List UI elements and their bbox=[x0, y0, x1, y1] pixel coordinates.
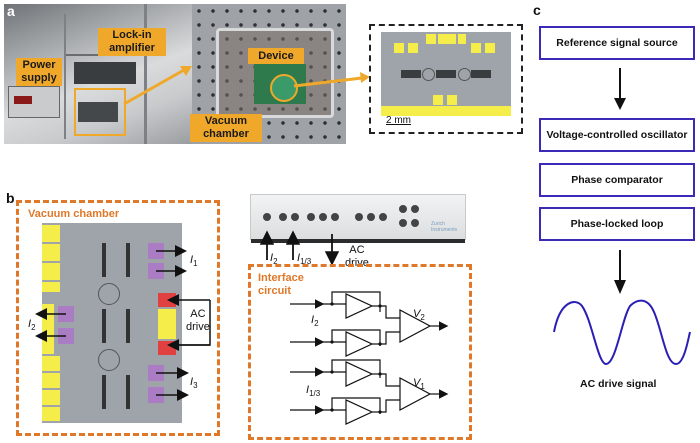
scale-bar-label: 2 mm bbox=[386, 115, 411, 126]
chip-image bbox=[381, 32, 511, 116]
panel-a-letter: a bbox=[7, 3, 15, 19]
vacuum-chamber-label: Vacuum chamber bbox=[190, 114, 262, 142]
instrument-brand: Zurich Instruments bbox=[431, 221, 458, 233]
i2-label: I2 bbox=[28, 318, 36, 333]
i13-instrument-label: I1/3 bbox=[297, 252, 312, 267]
resonator-2 bbox=[102, 309, 130, 343]
panel-c-graphics bbox=[553, 68, 691, 366]
interface-circuit-title: Interface circuit bbox=[258, 272, 304, 297]
opamp-1 bbox=[345, 293, 374, 319]
opamp-diff-v1 bbox=[399, 377, 432, 411]
vacuum-chamber-frame bbox=[16, 200, 220, 436]
instrument-stack bbox=[74, 62, 136, 84]
opamp-2 bbox=[345, 331, 374, 357]
phase-comparator-box: Phase comparator bbox=[539, 163, 695, 197]
device-label: Device bbox=[248, 48, 304, 64]
i1-label: I1 bbox=[190, 254, 198, 269]
i13-circuit-label: I1/3 bbox=[306, 384, 321, 399]
phase-locked-loop-box: Phase-locked loop bbox=[539, 207, 695, 241]
i2-instrument-label: I2 bbox=[270, 252, 278, 267]
panel-c-letter: c bbox=[533, 2, 541, 18]
ac-drive-signal-label: AC drive signal bbox=[580, 378, 657, 390]
lockin-amplifier-label: Lock-in amplifier bbox=[98, 28, 166, 56]
opamp-4 bbox=[345, 399, 374, 425]
interface-circuit-frame bbox=[248, 264, 472, 440]
i3-label: I3 bbox=[190, 376, 198, 391]
vacuum-chamber-title: Vacuum chamber bbox=[28, 208, 120, 220]
resonator-1 bbox=[102, 243, 130, 277]
ac-drive-sine-wave bbox=[553, 299, 691, 366]
panel-a-arrows bbox=[123, 66, 370, 106]
opamp-diff-v2 bbox=[399, 309, 432, 343]
panel-b-letter: b bbox=[6, 190, 15, 206]
chip-zoom-box bbox=[369, 24, 523, 134]
power-supply-label: Power supply bbox=[16, 58, 62, 86]
arrow-to-chip bbox=[293, 76, 363, 88]
v2-label: V2 bbox=[413, 308, 425, 323]
resonator-3 bbox=[102, 375, 130, 409]
v1-label: V1 bbox=[413, 377, 425, 392]
ac-drive-chip-label: AC drive bbox=[186, 308, 210, 333]
device-highlight-circle bbox=[270, 74, 298, 102]
opamp-3 bbox=[345, 361, 374, 387]
arrow-to-chamber bbox=[123, 68, 185, 106]
device-chip-layout bbox=[42, 223, 182, 423]
i2-circuit-label: I2 bbox=[311, 314, 319, 329]
instrument-arrows bbox=[259, 230, 340, 266]
reference-signal-source-box: Reference signal source bbox=[539, 26, 695, 60]
chip-arrows bbox=[35, 245, 211, 401]
interface-circuit-schematic bbox=[290, 291, 449, 425]
lockin-highlight-box bbox=[74, 88, 126, 136]
vco-box: Voltage-controlled oscillator bbox=[539, 118, 695, 152]
